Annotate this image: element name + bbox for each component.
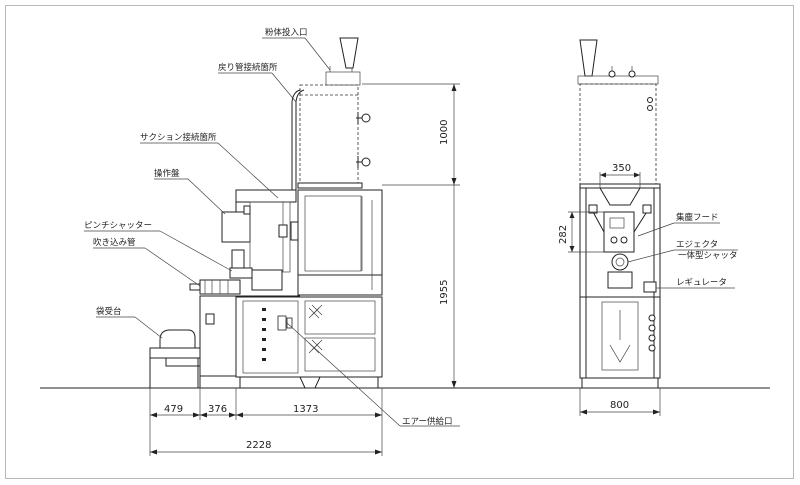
lower-panel-right-top bbox=[304, 300, 376, 335]
return-pipe bbox=[291, 89, 301, 190]
label-air-supply: エアー供給口 bbox=[402, 416, 453, 427]
dim-479: 479 bbox=[164, 404, 183, 415]
inlet-box bbox=[325, 71, 361, 86]
label-suction: サクション接続箇所 bbox=[140, 132, 217, 143]
lower-panel-right-bottom bbox=[304, 337, 376, 372]
side-legs bbox=[581, 378, 659, 388]
side-dimensions: 350 282 800 bbox=[558, 163, 661, 416]
side-view bbox=[577, 39, 661, 388]
label-powder-inlet: 粉体投入口 bbox=[265, 27, 308, 38]
label-blow-pipe: 吹き込み管 bbox=[93, 237, 136, 248]
side-lower-bay bbox=[601, 301, 639, 371]
label-return-pipe: 戻り管接続箇所 bbox=[218, 62, 278, 73]
control-panel-box bbox=[221, 211, 251, 243]
powder-inlet-funnel bbox=[339, 37, 359, 69]
dim-350: 350 bbox=[612, 163, 631, 174]
upper-cabinet bbox=[297, 189, 383, 296]
front-dimensions: 1000 1955 479 376 1373 2228 bbox=[149, 83, 460, 456]
valve-lower bbox=[356, 156, 371, 168]
mesh-upper bbox=[308, 304, 323, 319]
side-arms bbox=[591, 209, 649, 233]
label-integral-shutter: 一体型シャッタ bbox=[678, 250, 738, 261]
side-ejector bbox=[611, 253, 629, 271]
label-ejector: エジェクタ bbox=[676, 240, 718, 250]
dim-2228: 2228 bbox=[246, 440, 271, 451]
side-dust-hood bbox=[599, 187, 641, 206]
side-shutter bbox=[607, 271, 633, 289]
panel-components bbox=[262, 308, 293, 361]
upper-hopper bbox=[299, 84, 359, 186]
label-pinch-shutter: ピンチシャッター bbox=[84, 221, 152, 231]
dim-1000: 1000 bbox=[439, 120, 450, 145]
blow-pipe-body bbox=[251, 269, 283, 291]
front-view bbox=[149, 37, 383, 389]
dim-800: 800 bbox=[610, 400, 629, 411]
bag-stand bbox=[149, 329, 201, 388]
cabinet-legs bbox=[239, 376, 379, 389]
side-inlet-funnel bbox=[579, 39, 598, 77]
upper-window bbox=[304, 195, 362, 272]
lower-panel-left bbox=[242, 300, 299, 374]
hopper-flange bbox=[297, 182, 363, 189]
side-labels: 集塵フード エジェクタ 一体型シャッタ レギュレータ bbox=[627, 212, 738, 289]
label-control-panel: 操作盤 bbox=[154, 168, 180, 179]
dim-1373: 1373 bbox=[293, 404, 318, 415]
control-panel-top bbox=[235, 189, 297, 203]
pinch-shutter bbox=[229, 267, 253, 279]
side-bag-clamp bbox=[609, 344, 631, 363]
shutter-actuator bbox=[231, 249, 245, 269]
side-frame bbox=[199, 295, 237, 377]
side-control-panel bbox=[603, 211, 635, 253]
label-bag-stand: 袋受台 bbox=[96, 306, 122, 317]
side-regulator bbox=[643, 281, 657, 293]
dim-282: 282 bbox=[558, 225, 569, 244]
dim-376: 376 bbox=[208, 404, 227, 415]
lower-cabinet bbox=[235, 296, 383, 378]
label-dust-hood: 集塵フード bbox=[676, 212, 719, 223]
dim-1955: 1955 bbox=[439, 280, 450, 305]
side-flange bbox=[579, 183, 661, 189]
label-regulator: レギュレータ bbox=[676, 278, 727, 288]
side-upper-hopper bbox=[579, 83, 657, 185]
mesh-lower bbox=[308, 339, 323, 354]
front-labels: 粉体投入口 戻り管接続箇所 サクション接続箇所 操作盤 ピンチシャッター 吹き込… bbox=[84, 27, 460, 427]
valve-upper bbox=[356, 112, 371, 124]
